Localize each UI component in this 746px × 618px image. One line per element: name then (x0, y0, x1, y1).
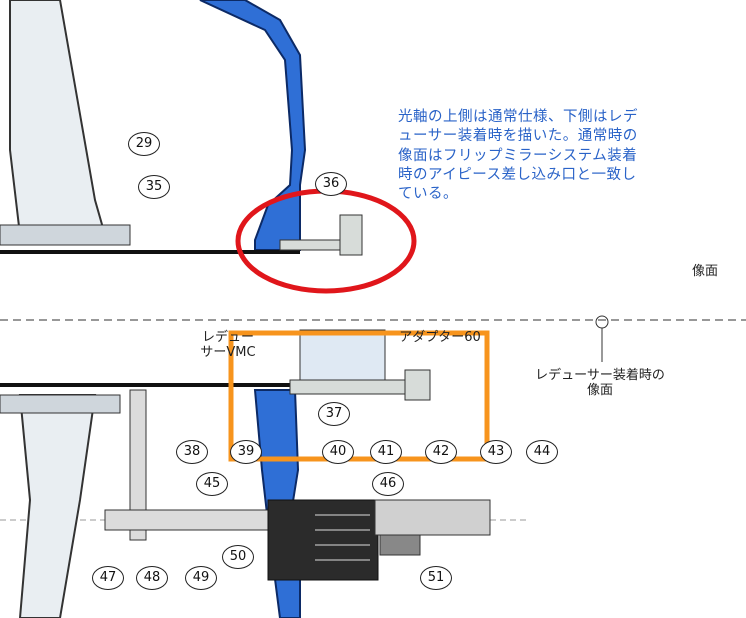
focuser-shaft (104, 509, 276, 531)
knob-grip-lines (315, 514, 370, 561)
part-number-51: 51 (420, 566, 452, 590)
part-number-42: 42 (425, 440, 457, 464)
part-36-knob (339, 214, 363, 256)
part-number-46: 46 (372, 472, 404, 496)
image-plane-marker (595, 315, 609, 329)
part-number-38: 38 (176, 440, 208, 464)
part-number-49: 49 (185, 566, 217, 590)
part-number-41: 41 (370, 440, 402, 464)
part-number-50: 50 (222, 545, 254, 569)
focuser-tube (374, 499, 491, 536)
part-number-47: 47 (92, 566, 124, 590)
orange-highlight-box (228, 330, 490, 462)
reducer-image-plane-label: レデューサー装着時の像面 (535, 368, 665, 398)
part-number-40: 40 (322, 440, 354, 464)
part-37-screw (404, 369, 431, 401)
mirror-cell-upper (0, 224, 131, 246)
part-36-body (279, 239, 341, 251)
part-number-37: 37 (318, 402, 350, 426)
adapter60-label: アダプター60 (399, 330, 481, 345)
reducer-vmc-label: レデューサーVMC (200, 330, 256, 360)
part-number-29: 29 (128, 132, 160, 156)
focuser-clamp (379, 534, 421, 556)
rod (129, 389, 147, 541)
image-plane-label: 像面 (692, 264, 719, 279)
part-number-45: 45 (196, 472, 228, 496)
part-number-44: 44 (526, 440, 558, 464)
part-number-48: 48 (136, 566, 168, 590)
mirror-cell-lower (0, 394, 121, 414)
explanatory-note: 光軸の上側は通常仕様、下側はレデューサー装着時を描いた。通常時の像面はフリップミ… (398, 109, 638, 203)
focuser-knob (267, 499, 379, 581)
part-number-43: 43 (480, 440, 512, 464)
part-number-36: 36 (315, 172, 347, 196)
mirror-upper (9, 0, 107, 236)
part-number-35: 35 (138, 175, 170, 199)
mirror-lower (18, 394, 97, 618)
part-number-39: 39 (230, 440, 262, 464)
vmc-flange (289, 379, 411, 395)
